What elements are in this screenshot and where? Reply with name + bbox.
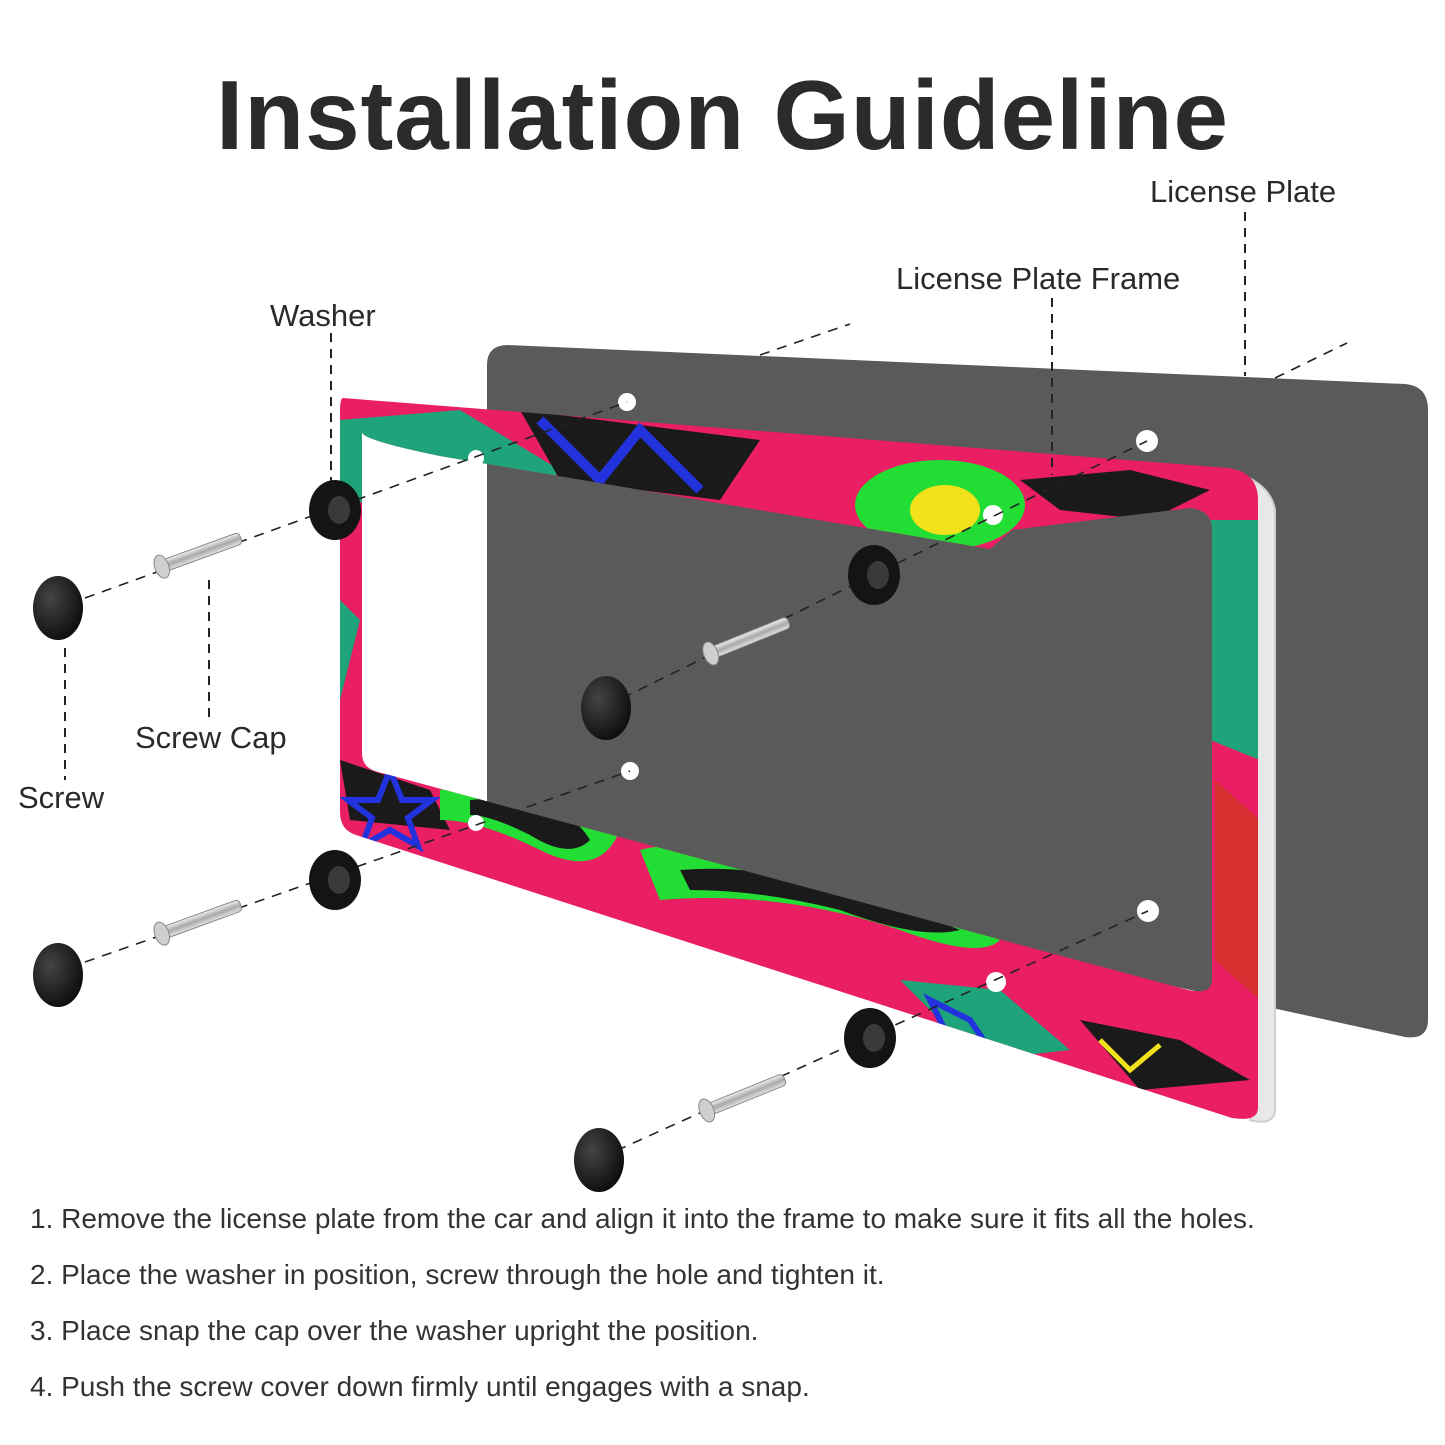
screw xyxy=(153,532,243,579)
frame-hole xyxy=(983,505,1003,525)
screw-cap xyxy=(33,943,83,1007)
label-washer: Washer xyxy=(270,298,376,333)
step-item: 3. Place snap the cap over the washer up… xyxy=(30,1315,759,1346)
step-item: 2. Place the washer in position, screw t… xyxy=(30,1259,885,1290)
screw xyxy=(153,899,243,946)
screw-cap xyxy=(574,1128,624,1192)
screw xyxy=(698,1074,787,1123)
license-plate xyxy=(487,345,1428,1038)
screw xyxy=(702,617,791,666)
screw-cap xyxy=(581,676,631,740)
frame-hole xyxy=(986,972,1006,992)
hardware-set-bottom-right xyxy=(574,1008,896,1192)
label-license-plate: License Plate xyxy=(1150,174,1337,209)
screw-cap xyxy=(33,576,83,640)
instruction-steps: 1. Remove the license plate from the car… xyxy=(30,1200,1435,1424)
frame-hole xyxy=(468,815,484,831)
step-item: 4. Push the screw cover down firmly unti… xyxy=(30,1371,810,1402)
frame-hole xyxy=(468,450,484,466)
hardware-set-bottom-left xyxy=(33,850,361,1007)
label-screw: Screw xyxy=(18,780,105,815)
step-item: 1. Remove the license plate from the car… xyxy=(30,1203,1255,1234)
label-screw-cap: Screw Cap xyxy=(135,720,287,755)
page-title: Installation Guideline xyxy=(215,60,1229,170)
hardware-set-top-left xyxy=(33,480,361,640)
label-license-plate-frame: License Plate Frame xyxy=(896,261,1181,296)
hardware-set-top-right xyxy=(581,545,900,740)
leader-lines xyxy=(64,212,1246,780)
